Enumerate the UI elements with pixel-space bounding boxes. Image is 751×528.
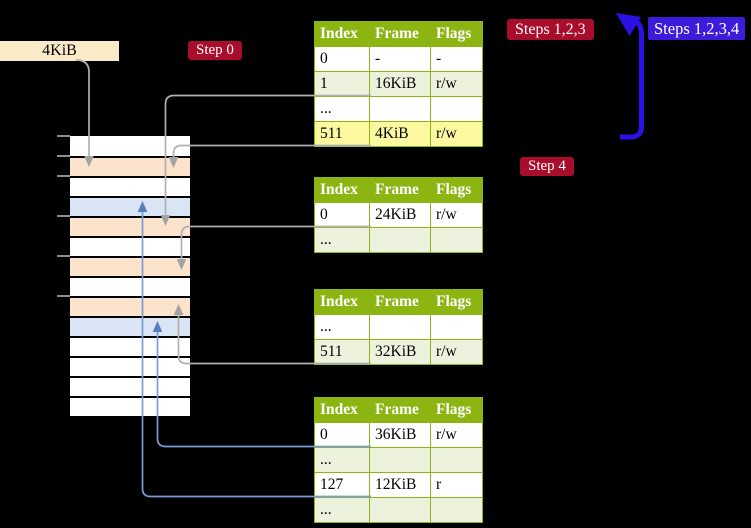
frame-size-label: 4KiB — [0, 41, 119, 61]
recursive-entry-row: 511 4KiB r/w — [314, 121, 483, 147]
frame-cell — [369, 447, 431, 473]
page-table-1: Index Frame Flags 0 - - 1 16KiB r/w ... … — [314, 21, 483, 147]
index-cell: 0 — [314, 422, 370, 448]
memory-frame-row — [70, 396, 190, 416]
index-cell: ... — [314, 447, 370, 473]
step0-label: Step 0 — [188, 41, 242, 60]
memory-frame-row — [70, 156, 190, 176]
flags-cell: r/w — [430, 202, 483, 228]
steps123-label: Steps 1,2,3 — [507, 19, 594, 40]
column-header: Flags — [430, 397, 483, 423]
frame-tick — [57, 175, 70, 177]
arrow-t1-entry511-to-frame — [168, 144, 371, 168]
flags-cell — [430, 227, 483, 253]
index-cell: 0 — [314, 46, 370, 72]
memory-frame-row — [70, 256, 190, 276]
index-cell: 511 — [314, 121, 370, 147]
frame-cell — [369, 227, 431, 253]
physical-memory-column — [70, 136, 190, 416]
column-header: Index — [314, 289, 370, 315]
index-cell: ... — [314, 227, 370, 253]
column-header: Index — [314, 21, 370, 47]
frame-cell: 12KiB — [369, 472, 431, 498]
table-row: 1 16KiB r/w — [314, 71, 483, 97]
column-header: Index — [314, 397, 370, 423]
table-row: 511 32KiB r/w — [314, 339, 483, 365]
index-cell: ... — [314, 497, 370, 523]
table-header-row: Index Frame Flags — [314, 177, 483, 203]
recursive-loop-arrow — [616, 13, 644, 140]
memory-frame-row — [70, 276, 190, 296]
memory-frame-row — [70, 216, 190, 236]
table-row: ... — [314, 497, 483, 523]
column-header: Flags — [430, 21, 483, 47]
flags-cell — [430, 96, 483, 122]
table-row: ... — [314, 447, 483, 473]
memory-frame-row — [70, 336, 190, 356]
column-header: Frame — [369, 177, 431, 203]
frame-tick — [57, 155, 70, 157]
flags-cell: r — [430, 472, 483, 498]
column-header: Flags — [430, 289, 483, 315]
index-cell: 127 — [314, 472, 370, 498]
table-row: 127 12KiB r — [314, 472, 483, 498]
table-row: ... — [314, 314, 483, 340]
table-row: ... — [314, 96, 483, 122]
column-header: Index — [314, 177, 370, 203]
page-table-3: Index Frame Flags ... 511 32KiB r/w — [314, 289, 483, 365]
column-header: Flags — [430, 177, 483, 203]
page-table-2: Index Frame Flags 0 24KiB r/w ... — [314, 177, 483, 253]
column-header: Frame — [369, 21, 431, 47]
index-cell: 1 — [314, 71, 370, 97]
memory-frame-row — [70, 296, 190, 316]
table-row: 0 - - — [314, 46, 483, 72]
frame-cell: - — [369, 46, 431, 72]
flags-cell: r/w — [430, 339, 483, 365]
memory-frame-row — [70, 316, 190, 336]
flags-cell: r/w — [430, 71, 483, 97]
frame-cell — [369, 314, 431, 340]
frame-tick — [57, 135, 70, 137]
table-row: 0 24KiB r/w — [314, 202, 483, 228]
frame-cell: 36KiB — [369, 422, 431, 448]
flags-cell: r/w — [430, 422, 483, 448]
index-cell: 0 — [314, 202, 370, 228]
frame-cell — [369, 96, 431, 122]
frame-cell: 32KiB — [369, 339, 431, 365]
index-cell: 511 — [314, 339, 370, 365]
frame-cell: 16KiB — [369, 71, 431, 97]
table-row: 0 36KiB r/w — [314, 422, 483, 448]
column-header: Frame — [369, 289, 431, 315]
column-header: Frame — [369, 397, 431, 423]
frame-tick — [57, 215, 70, 217]
memory-frame-row — [70, 356, 190, 376]
memory-frame-row — [70, 236, 190, 256]
memory-frame-row — [70, 196, 190, 216]
table-header-row: Index Frame Flags — [314, 397, 483, 423]
frame-cell: 4KiB — [369, 121, 431, 147]
memory-frame-row — [70, 136, 190, 156]
table-header-row: Index Frame Flags — [314, 21, 483, 47]
frame-tick — [57, 295, 70, 297]
frame-cell — [369, 497, 431, 523]
frame-cell: 24KiB — [369, 202, 431, 228]
flags-cell — [430, 314, 483, 340]
table-row: ... — [314, 227, 483, 253]
index-cell: ... — [314, 96, 370, 122]
flags-cell: r/w — [430, 121, 483, 147]
flags-cell — [430, 497, 483, 523]
frame-tick — [57, 255, 70, 257]
flags-cell: - — [430, 46, 483, 72]
memory-frame-row — [70, 176, 190, 196]
steps1234-label: Steps 1,2,3,4 — [648, 17, 746, 40]
flags-cell — [430, 447, 483, 473]
page-table-4: Index Frame Flags 0 36KiB r/w ... 127 12… — [314, 397, 483, 523]
index-cell: ... — [314, 314, 370, 340]
step4-label: Step 4 — [520, 157, 574, 176]
table-header-row: Index Frame Flags — [314, 289, 483, 315]
memory-frame-row — [70, 376, 190, 396]
